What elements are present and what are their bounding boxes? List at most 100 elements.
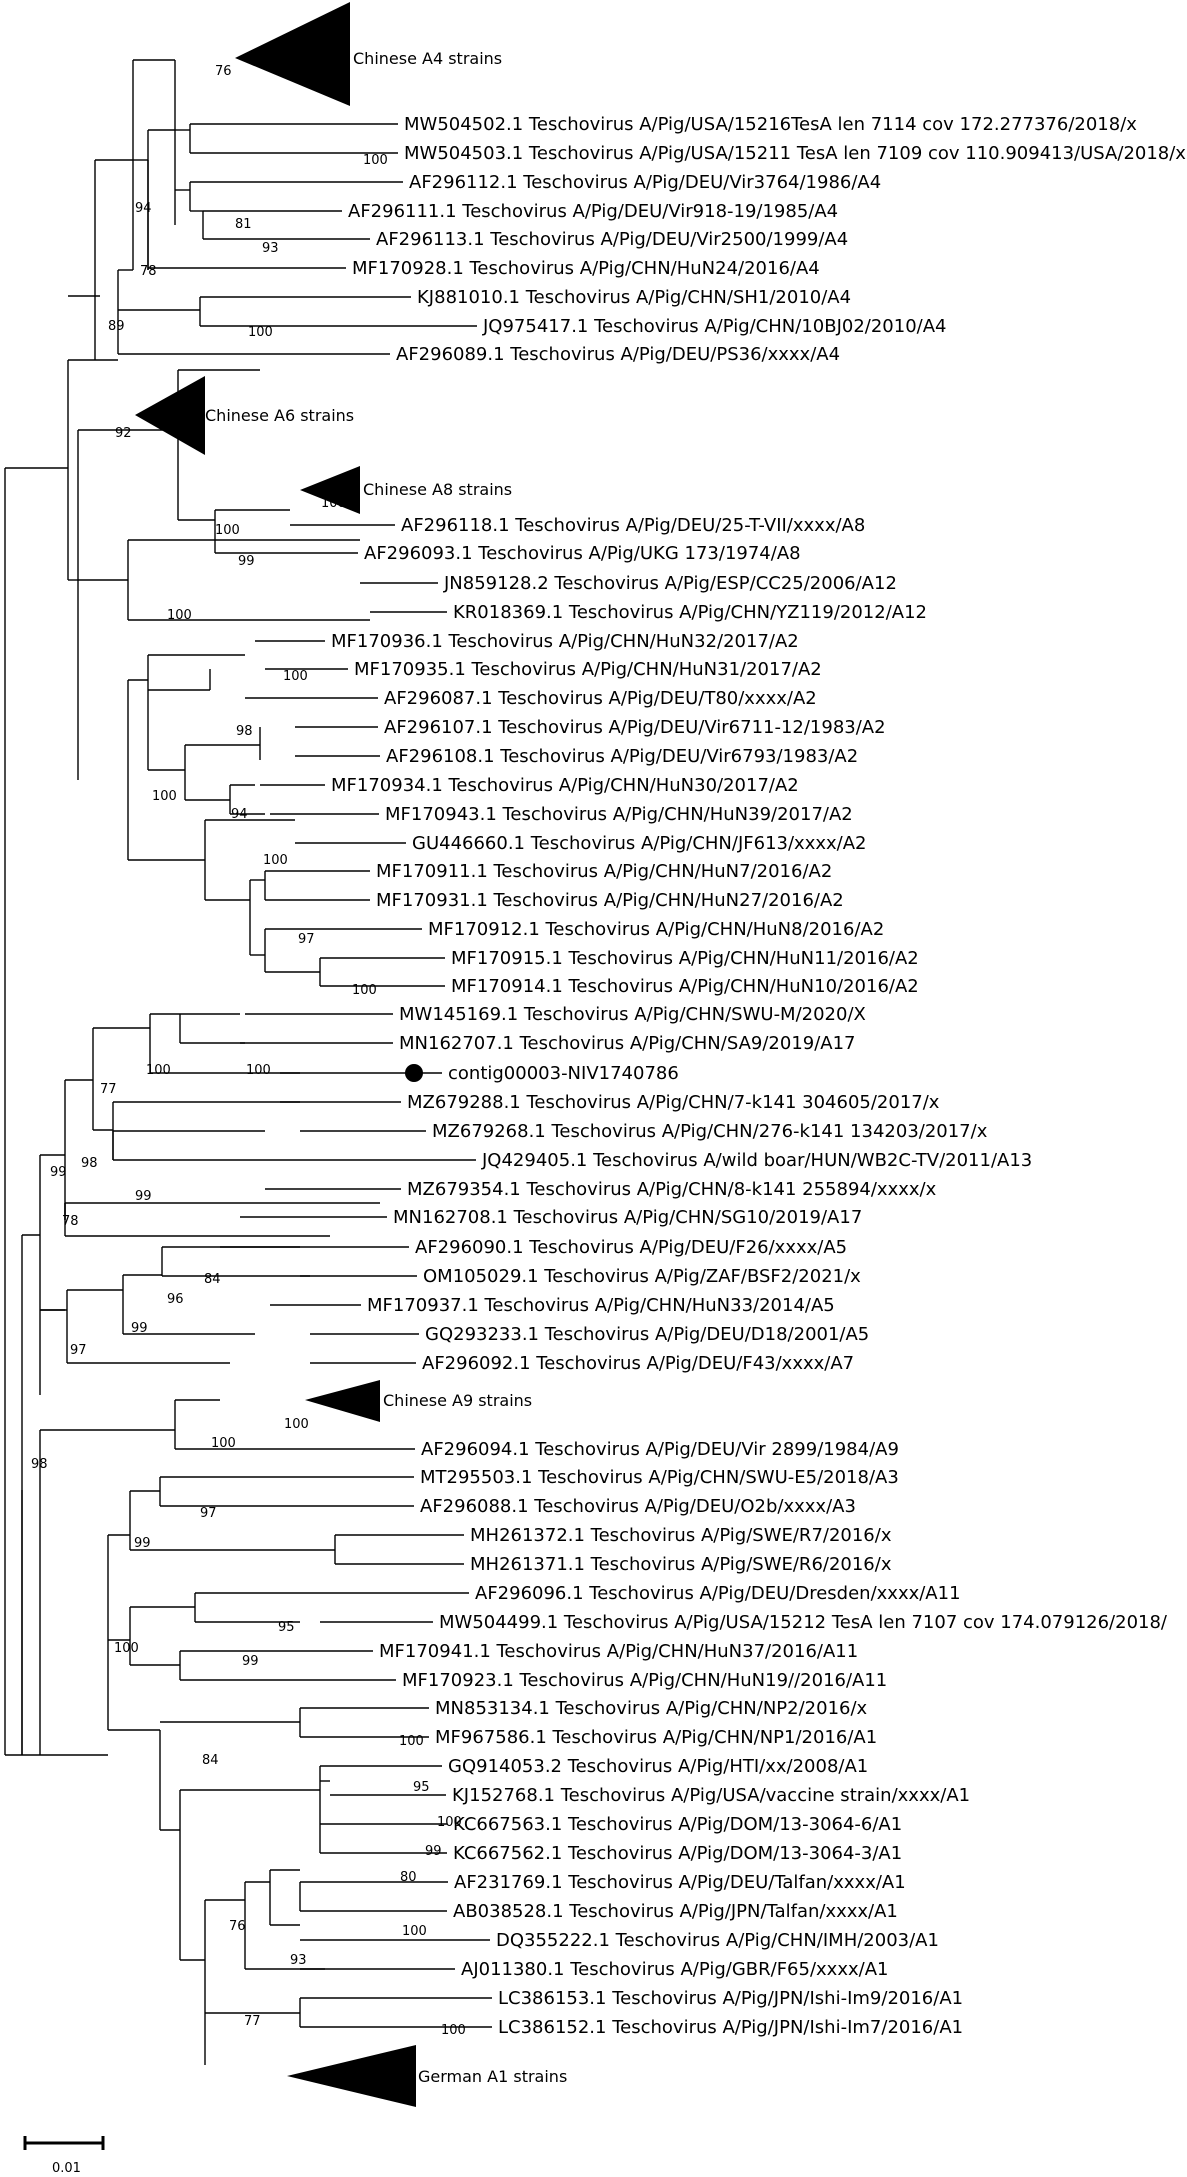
clade-label: Chinese A6 strains [205, 406, 354, 425]
tip-label: JN859128.2 Teschovirus A/Pig/ESP/CC25/20… [443, 573, 897, 594]
tip-label: KJ152768.1 Teschovirus A/Pig/USA/vaccine… [452, 1785, 970, 1806]
tip-label: MF170911.1 Teschovirus A/Pig/CHN/HuN7/20… [376, 861, 832, 882]
tip-label: MF170934.1 Teschovirus A/Pig/CHN/HuN30/2… [331, 775, 799, 796]
tip-label: MF170915.1 Teschovirus A/Pig/CHN/HuN11/2… [451, 948, 919, 969]
tip-label: MW145169.1 Teschovirus A/Pig/CHN/SWU-M/2… [399, 1004, 866, 1025]
bootstrap-value: 97 [70, 1343, 87, 1358]
tip-label: AF296093.1 Teschovirus A/Pig/UKG 173/197… [364, 543, 801, 564]
bootstrap-value: 76 [215, 64, 232, 79]
tip-label: MN162708.1 Teschovirus A/Pig/CHN/SG10/20… [393, 1207, 862, 1228]
bootstrap-value: 81 [235, 217, 252, 232]
bootstrap-value: 95 [278, 1620, 295, 1635]
collapsed-clades [135, 2, 416, 2107]
bootstrap-value: 80 [400, 1870, 417, 1885]
bootstrap-value: 98 [31, 1457, 48, 1472]
bootstrap-value: 100 [441, 2023, 466, 2038]
collapsed-clade-triangle [135, 376, 205, 455]
bootstrap-value: 100 [399, 1734, 424, 1749]
tip-label: GQ914053.2 Teschovirus A/Pig/HTI/xx/2008… [448, 1756, 868, 1777]
tip-label: MZ679288.1 Teschovirus A/Pig/CHN/7-k141 … [407, 1092, 940, 1113]
tip-label: contig00003-NIV1740786 [448, 1063, 679, 1084]
tip-label: KC667562.1 Teschovirus A/Pig/DOM/13-3064… [453, 1843, 902, 1864]
bootstrap-value: 99 [131, 1321, 148, 1336]
tip-label: MF170912.1 Teschovirus A/Pig/CHN/HuN8/20… [428, 919, 884, 940]
clade-label: Chinese A4 strains [353, 49, 502, 68]
bootstrap-value: 100 [263, 853, 288, 868]
tip-label: AB038528.1 Teschovirus A/Pig/JPN/Talfan/… [453, 1901, 898, 1922]
scale-bar: 0.01 [23, 2136, 105, 2176]
tree-branches [4, 59, 492, 2065]
tip-label: AF296118.1 Teschovirus A/Pig/DEU/25-T-VI… [401, 515, 865, 536]
tip-label: KJ881010.1 Teschovirus A/Pig/CHN/SH1/201… [417, 287, 851, 308]
tip-label: MN853134.1 Teschovirus A/Pig/CHN/NP2/201… [435, 1698, 868, 1719]
tip-label: GU446660.1 Teschovirus A/Pig/CHN/JF613/x… [412, 833, 866, 854]
tip-label: MF967586.1 Teschovirus A/Pig/CHN/NP1/201… [435, 1727, 877, 1748]
bootstrap-value: 100 [246, 1063, 271, 1078]
bootstrap-value: 97 [200, 1506, 217, 1521]
bootstrap-value: 96 [167, 1292, 184, 1307]
bootstrap-value: 100 [402, 1924, 427, 1939]
tip-label: KR018369.1 Teschovirus A/Pig/CHN/YZ119/2… [453, 602, 927, 623]
bootstrap-value: 94 [231, 807, 248, 822]
bootstrap-values: 7610081939478100899210010099100100100989… [31, 64, 466, 2038]
bootstrap-value: 95 [413, 1780, 430, 1795]
tip-label: MF170914.1 Teschovirus A/Pig/CHN/HuN10/2… [451, 976, 919, 997]
bootstrap-value: 99 [238, 554, 255, 569]
bootstrap-value: 78 [140, 264, 157, 279]
bootstrap-value: 97 [298, 932, 315, 947]
tip-label: KC667563.1 Teschovirus A/Pig/DOM/13-3064… [453, 1814, 902, 1835]
tip-label: MW504502.1 Teschovirus A/Pig/USA/15216Te… [404, 114, 1137, 135]
tip-label: MW504499.1 Teschovirus A/Pig/USA/15212 T… [439, 1612, 1168, 1633]
tip-label: LC386153.1 Teschovirus A/Pig/JPN/Ishi-Im… [498, 1988, 963, 2009]
tip-label: AF296094.1 Teschovirus A/Pig/DEU/Vir 289… [421, 1439, 899, 1460]
tip-label: MF170941.1 Teschovirus A/Pig/CHN/HuN37/2… [379, 1641, 858, 1662]
bootstrap-value: 100 [352, 983, 377, 998]
bootstrap-value: 99 [50, 1165, 67, 1180]
bootstrap-value: 77 [244, 2014, 261, 2029]
bootstrap-value: 76 [229, 1919, 246, 1934]
tip-label: AF296092.1 Teschovirus A/Pig/DEU/F43/xxx… [422, 1353, 854, 1374]
query-marker-dot [405, 1064, 423, 1082]
tip-label: AF296096.1 Teschovirus A/Pig/DEU/Dresden… [475, 1583, 961, 1604]
bootstrap-value: 77 [100, 1082, 117, 1097]
bootstrap-value: 78 [62, 1214, 79, 1229]
tip-label: AF296111.1 Teschovirus A/Pig/DEU/Vir918-… [348, 201, 838, 222]
bootstrap-value: 100 [437, 1815, 462, 1830]
bootstrap-value: 100 [167, 608, 192, 623]
tip-label: AF296113.1 Teschovirus A/Pig/DEU/Vir2500… [376, 229, 848, 250]
tip-label: MZ679354.1 Teschovirus A/Pig/CHN/8-k141 … [407, 1179, 937, 1200]
scale-bar-label: 0.01 [52, 2161, 81, 2176]
bootstrap-value: 100 [146, 1063, 171, 1078]
tip-label: AF296090.1 Teschovirus A/Pig/DEU/F26/xxx… [415, 1237, 847, 1258]
tip-label: MF170943.1 Teschovirus A/Pig/CHN/HuN39/2… [385, 804, 853, 825]
bootstrap-value: 84 [204, 1272, 221, 1287]
tip-label: MH261372.1 Teschovirus A/Pig/SWE/R7/2016… [470, 1525, 892, 1546]
bootstrap-value: 100 [211, 1436, 236, 1451]
tip-label: MF170936.1 Teschovirus A/Pig/CHN/HuN32/2… [331, 631, 799, 652]
tip-label: LC386152.1 Teschovirus A/Pig/JPN/Ishi-Im… [498, 2017, 963, 2038]
bootstrap-value: 99 [134, 1536, 151, 1551]
tip-label: MF170937.1 Teschovirus A/Pig/CHN/HuN33/2… [367, 1295, 835, 1316]
collapsed-clade-triangle [235, 2, 350, 106]
tip-label: AF231769.1 Teschovirus A/Pig/DEU/Talfan/… [454, 1872, 906, 1893]
bootstrap-value: 100 [114, 1641, 139, 1656]
bootstrap-value: 100 [152, 789, 177, 804]
tip-label: AF296107.1 Teschovirus A/Pig/DEU/Vir6711… [384, 717, 886, 738]
bootstrap-value: 99 [425, 1844, 442, 1859]
tip-label: DQ355222.1 Teschovirus A/Pig/CHN/IMH/200… [496, 1930, 939, 1951]
query-sequence-marker [405, 1064, 423, 1082]
tip-label: AF296108.1 Teschovirus A/Pig/DEU/Vir6793… [386, 746, 858, 767]
tip-label: AF296087.1 Teschovirus A/Pig/DEU/T80/xxx… [384, 688, 817, 709]
tip-label: AJ011380.1 Teschovirus A/Pig/GBR/F65/xxx… [461, 1959, 888, 1980]
bootstrap-value: 99 [135, 1189, 152, 1204]
tip-label: MN162707.1 Teschovirus A/Pig/CHN/SA9/201… [399, 1033, 856, 1054]
tip-label: MZ679268.1 Teschovirus A/Pig/CHN/276-k14… [432, 1121, 988, 1142]
tip-label: OM105029.1 Teschovirus A/Pig/ZAF/BSF2/20… [423, 1266, 861, 1287]
tip-labels: MW504502.1 Teschovirus A/Pig/USA/15216Te… [331, 114, 1186, 2038]
clade-label: German A1 strains [418, 2067, 567, 2086]
tip-label: MW504503.1 Teschovirus A/Pig/USA/15211 T… [404, 143, 1186, 164]
tip-label: MF170923.1 Teschovirus A/Pig/CHN/HuN19//… [402, 1670, 887, 1691]
bootstrap-value: 98 [236, 724, 253, 739]
